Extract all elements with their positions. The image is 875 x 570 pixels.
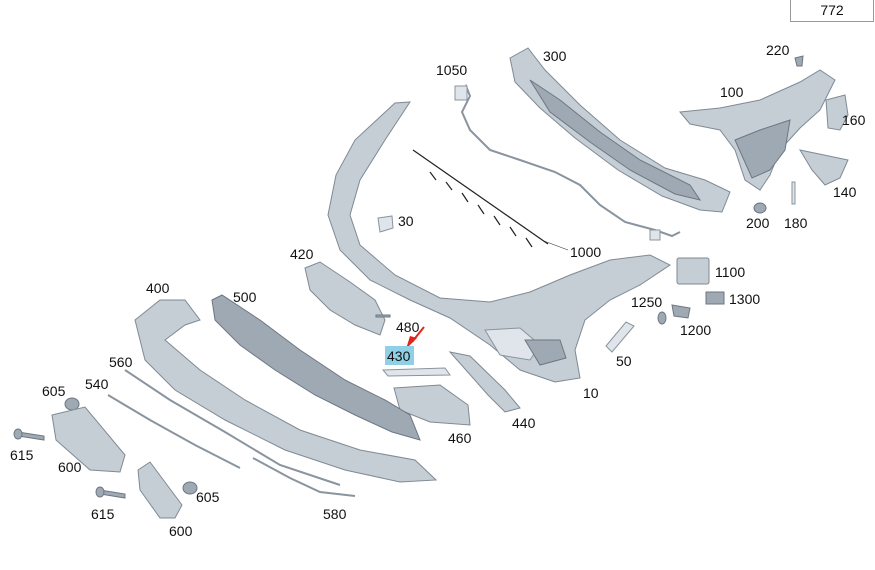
callout-460[interactable]: 460 — [448, 430, 472, 446]
callout-480[interactable]: 480 — [396, 319, 420, 335]
part-30-cap[interactable] — [377, 215, 394, 233]
callout-615-upper[interactable]: 615 — [10, 447, 34, 463]
callout-1300[interactable]: 1300 — [729, 291, 760, 307]
callout-400[interactable]: 400 — [146, 280, 170, 296]
part-50-trim[interactable] — [605, 321, 635, 353]
part-1000-fixing-lines — [412, 149, 549, 248]
callout-100[interactable]: 100 — [720, 84, 744, 100]
callout-540[interactable]: 540 — [85, 376, 109, 392]
part-605-clip-upper[interactable] — [64, 397, 80, 411]
part-430-trim-strip[interactable] — [381, 367, 451, 377]
part-605-clip-lower[interactable] — [182, 481, 198, 495]
part-400-lower-spoiler[interactable] — [134, 299, 438, 483]
part-615-screw-lower[interactable] — [95, 486, 126, 499]
callout-420[interactable]: 420 — [290, 246, 314, 262]
part-220-clip[interactable] — [794, 55, 804, 67]
part-1250-ring[interactable] — [657, 311, 667, 325]
callout-1250[interactable]: 1250 — [631, 294, 662, 310]
callout-600-upper[interactable]: 600 — [58, 459, 82, 475]
callout-500[interactable]: 500 — [233, 289, 257, 305]
part-580-molding[interactable] — [252, 457, 356, 497]
callout-1200[interactable]: 1200 — [680, 322, 711, 338]
callout-430[interactable]: 430 — [387, 348, 411, 364]
callout-580[interactable]: 580 — [323, 506, 347, 522]
part-1100-sensor-holder[interactable] — [676, 257, 710, 285]
part-600-plate-upper[interactable] — [51, 406, 126, 473]
part-600-plate-lower[interactable] — [137, 461, 183, 519]
callout-200[interactable]: 200 — [746, 215, 770, 231]
sheet-number-box: 772 — [790, 0, 874, 22]
callout-30[interactable]: 30 — [398, 213, 414, 229]
callout-560[interactable]: 560 — [109, 354, 133, 370]
callout-220[interactable]: 220 — [766, 42, 790, 58]
part-200-nut[interactable] — [753, 202, 767, 214]
callout-160[interactable]: 160 — [842, 112, 866, 128]
callout-430-highlight — [385, 346, 414, 365]
callout-300[interactable]: 300 — [543, 48, 567, 64]
part-180-pin[interactable] — [791, 181, 796, 205]
callout-140[interactable]: 140 — [833, 184, 857, 200]
callout-1100[interactable]: 1100 — [715, 264, 745, 280]
callout-50[interactable]: 50 — [616, 353, 632, 369]
part-500-grille[interactable] — [211, 294, 421, 441]
callout-605-lower[interactable]: 605 — [196, 489, 220, 505]
callout-600-lower[interactable]: 600 — [169, 523, 193, 539]
callout-180[interactable]: 180 — [784, 215, 808, 231]
part-100-bracket[interactable] — [679, 69, 836, 191]
part-540-molding[interactable] — [107, 394, 241, 469]
part-1200-sensor[interactable] — [671, 304, 691, 319]
callout-1000[interactable]: 1000 — [570, 244, 601, 260]
callout-605-upper[interactable]: 605 — [42, 383, 66, 399]
part-480-screw[interactable] — [375, 314, 391, 318]
part-1050-wire-harness[interactable] — [454, 83, 681, 241]
part-615-screw-upper[interactable] — [13, 428, 45, 441]
callout-615-lower[interactable]: 615 — [91, 506, 115, 522]
highlight-arrow — [406, 326, 425, 349]
callout-440[interactable]: 440 — [512, 415, 536, 431]
part-560-molding[interactable] — [124, 369, 341, 486]
part-420-grille-frame[interactable] — [304, 261, 386, 336]
callout-1050[interactable]: 1050 — [436, 62, 467, 78]
callout-10[interactable]: 10 — [583, 385, 599, 401]
part-440-trim[interactable] — [448, 351, 521, 413]
part-1000-bumper-cover[interactable] — [327, 101, 671, 383]
part-300-support-beam[interactable] — [509, 47, 731, 213]
part-140-trim[interactable] — [798, 149, 849, 186]
part-1300-module[interactable] — [705, 291, 725, 305]
leader-lines — [543, 240, 569, 251]
part-160-bracket[interactable] — [825, 94, 849, 131]
